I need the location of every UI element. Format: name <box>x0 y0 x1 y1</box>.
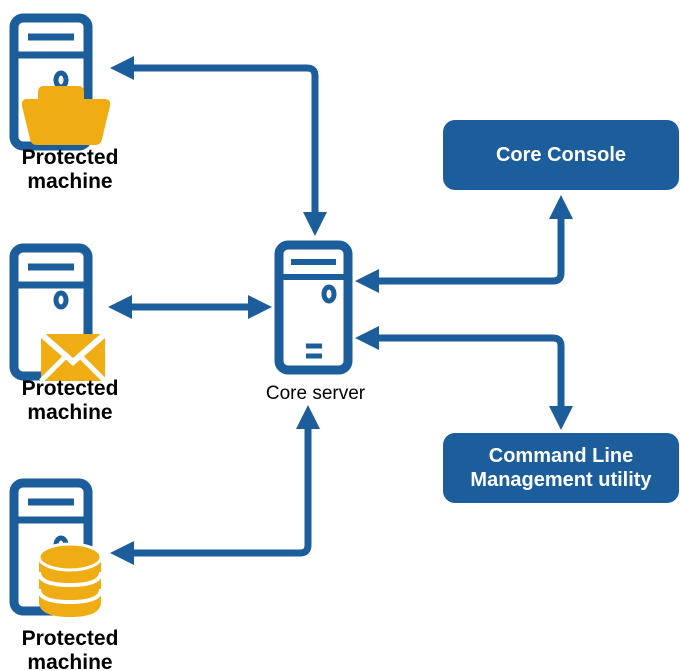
connector-core-server-to-protected-machine-mail <box>108 295 272 319</box>
protected-machine-database-label: Protected machine <box>21 627 119 671</box>
connector-core-server-to-protected-machine-folder <box>110 56 327 236</box>
database-icon <box>37 542 103 617</box>
command-line-utility-box[interactable] <box>443 433 679 503</box>
connector-core-server-to-protected-machine-database <box>110 405 320 565</box>
folder-icon <box>21 86 111 145</box>
protected-machine-folder-label: Protected machine <box>21 146 119 193</box>
envelope-icon <box>39 331 107 383</box>
protected-machine-folder-icon[interactable] <box>9 13 111 151</box>
core-console-box[interactable] <box>443 120 679 190</box>
protected-machine-mail-label: Protected machine <box>21 377 119 424</box>
connector-core-server-to-core-console <box>355 195 573 293</box>
protected-machine-database-icon[interactable] <box>9 478 103 617</box>
connector-core-server-to-command-line-utility <box>355 326 573 430</box>
core-server-icon[interactable] <box>274 240 353 375</box>
protected-machine-mail-icon[interactable] <box>9 243 107 383</box>
core-server-label: Core server <box>265 383 366 404</box>
